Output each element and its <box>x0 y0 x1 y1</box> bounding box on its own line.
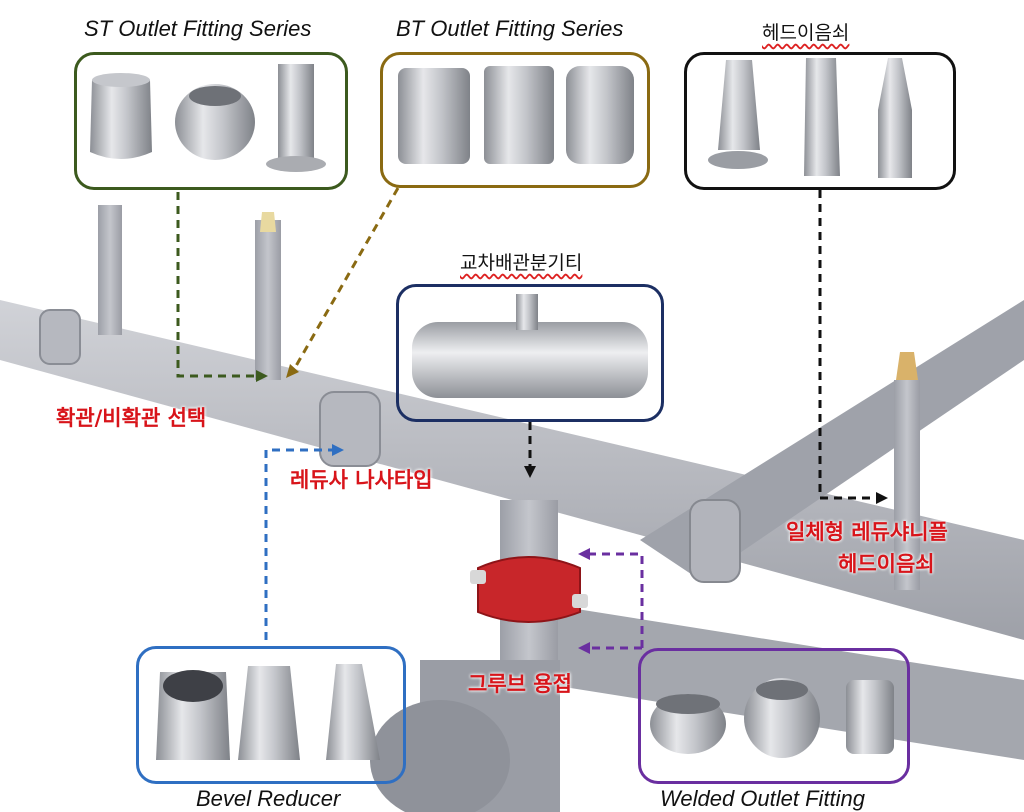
bt-outlet-title: BT Outlet Fitting Series <box>396 16 624 41</box>
groove-coupling <box>470 556 588 623</box>
label-integrated-line2: 헤드이음쇠 <box>838 552 935 576</box>
arrow-st-to-pipe <box>176 192 268 382</box>
arrow-welded-to-tee <box>578 548 644 654</box>
main-pipe <box>0 300 1024 640</box>
welded-outlet-title: Welded Outlet Fitting <box>660 786 866 811</box>
bevel-reducer-images <box>156 664 380 760</box>
bt-outlet-box <box>380 52 650 188</box>
st-outlet-box <box>74 52 348 190</box>
head-nipple-title: 헤드이음쇠 <box>762 22 850 44</box>
label-reducer-thread: 레듀사 나사타입 <box>290 468 433 492</box>
sprinkler-drops <box>98 205 920 590</box>
pipe-couplings <box>39 309 741 583</box>
welded-outlet-images <box>650 678 894 758</box>
bevel-reducer-box <box>136 646 406 784</box>
arrow-head-to-drop <box>818 190 888 504</box>
arrow-bevel-to-pipe <box>264 444 344 640</box>
st-fitting-images <box>90 64 326 172</box>
cross-tee-image <box>412 294 648 398</box>
bevel-reducer-title: Bevel Reducer <box>196 786 341 811</box>
cross-tee-box <box>396 284 664 422</box>
label-expand-select: 확관/비확관 선택 <box>56 406 207 430</box>
arrow-bt-to-pipe <box>286 187 400 378</box>
cross-tee-title: 교차배관분기티 <box>460 252 583 274</box>
arrow-tee-to-pipe <box>524 422 536 478</box>
head-nipple-box <box>684 52 956 190</box>
label-groove-weld: 그루브 용접 <box>468 672 572 696</box>
bt-fitting-images <box>398 66 634 164</box>
label-integrated-line1: 일체형 레듀샤니플 <box>786 520 948 544</box>
st-outlet-title: ST Outlet Fitting Series <box>84 16 312 41</box>
welded-outlet-box <box>638 648 910 784</box>
head-nipple-images <box>708 58 912 178</box>
